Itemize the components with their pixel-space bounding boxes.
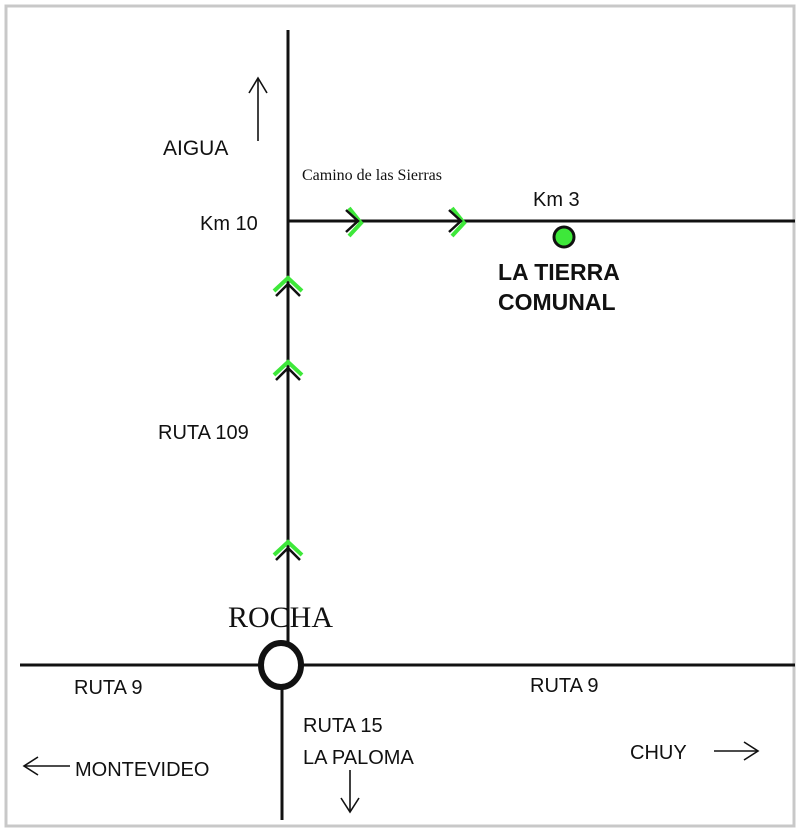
destination-marker xyxy=(552,225,576,249)
label-rocha: ROCHA xyxy=(228,601,333,634)
label-camino-de-las-sierras: Camino de las Sierras xyxy=(302,167,442,184)
map-frame xyxy=(4,4,796,828)
direction-chevron-up xyxy=(272,275,304,297)
destination-name-line2: COMUNAL xyxy=(498,289,616,315)
label-ruta-9-east: RUTA 9 xyxy=(530,675,599,697)
label-km-10: Km 10 xyxy=(200,213,258,235)
arrow-down-icon xyxy=(340,770,360,814)
direction-chevron-right xyxy=(345,206,364,238)
arrow-up-icon xyxy=(248,76,268,141)
direction-chevron-right xyxy=(448,206,467,238)
label-ruta-15: RUTA 15 xyxy=(303,715,383,737)
label-ruta-9-west: RUTA 9 xyxy=(74,677,143,699)
direction-chevron-up xyxy=(272,359,304,381)
arrow-right-icon xyxy=(714,741,760,761)
label-montevideo: MONTEVIDEO xyxy=(75,759,209,781)
direction-chevron-up xyxy=(272,539,304,561)
arrow-left-icon xyxy=(22,756,70,776)
label-la-paloma: LA PALOMA xyxy=(303,747,414,769)
label-ruta-109: RUTA 109 xyxy=(158,422,249,444)
label-aigua: AIGUA xyxy=(163,137,228,160)
label-chuy: CHUY xyxy=(630,742,687,764)
rocha-roundabout-marker xyxy=(258,640,304,690)
destination-name-line1: LA TIERRA xyxy=(498,259,620,285)
label-km-3: Km 3 xyxy=(533,189,580,211)
